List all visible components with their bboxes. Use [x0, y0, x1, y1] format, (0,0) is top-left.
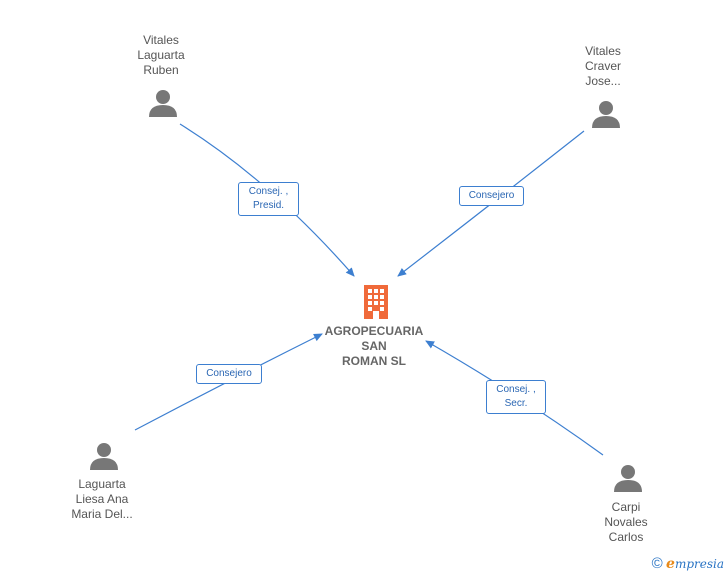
person-name-carpi-novales[interactable]: Carpi Novales Carlos — [604, 500, 648, 544]
person-name-laguarta-liesa[interactable]: Laguarta Liesa Ana Maria Del... — [71, 477, 133, 521]
person-icon[interactable] — [613, 463, 643, 493]
person-name-vitales-craver[interactable]: Vitales Craver Jose... — [584, 44, 621, 88]
person-icon[interactable] — [148, 88, 178, 118]
role-label-consejero[interactable]: Consejero — [196, 364, 262, 384]
role-label-consej-secr[interactable]: Consej. , Secr. — [486, 380, 546, 414]
role-label-consejero[interactable]: Consejero — [459, 186, 524, 206]
role-label-consej-presid[interactable]: Consej. , Presid. — [238, 182, 299, 216]
person-icon[interactable] — [591, 99, 621, 129]
person-name-vitales-laguarta[interactable]: Vitales Laguarta Ruben — [137, 33, 185, 77]
copyright-icon: © — [651, 555, 663, 572]
footer-brand: © empresia — [652, 555, 724, 572]
person-icon[interactable] — [89, 441, 119, 471]
brand-logo-text: mpresia — [674, 557, 724, 571]
company-name[interactable]: AGROPECUARIA SAN ROMAN SL — [324, 324, 424, 368]
building-icon[interactable] — [360, 284, 392, 320]
brand-logo-e: e — [666, 556, 675, 572]
